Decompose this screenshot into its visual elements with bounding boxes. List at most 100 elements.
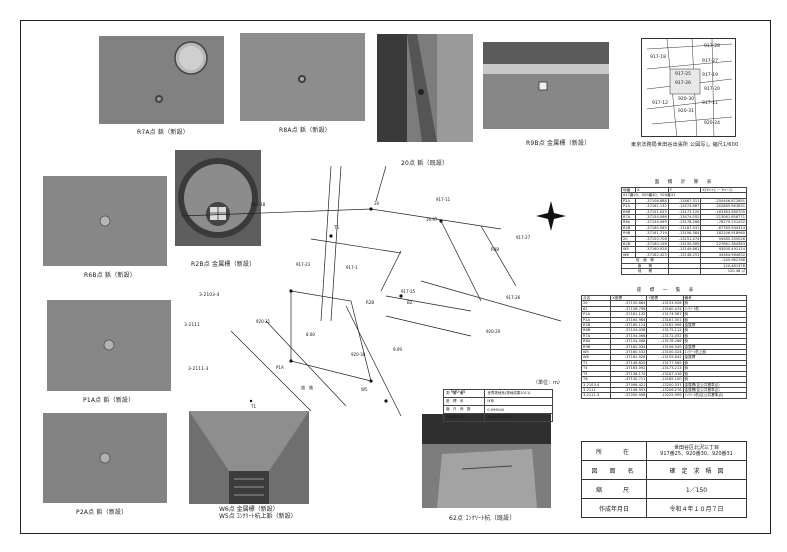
plan-parcel: 920-30 — [351, 352, 366, 357]
area-cell: -37160.158 — [635, 241, 669, 248]
guide-label: 917-25 — [675, 72, 691, 77]
caption-p62: 62点 ｺﾝｸﾘｰﾄ杭（既設） — [449, 515, 516, 522]
area-cell: -37151.055 — [635, 208, 669, 216]
area-total-value: 120.481378 — [700, 262, 747, 270]
plan-point: R9B — [491, 247, 499, 252]
guide-map-caption: 東京法務局世田谷出張所 公図写し 縮尺1/600 — [631, 142, 739, 148]
plan-parcel: 917-1 — [346, 265, 358, 270]
area-total-label: 面 積 — [621, 262, 669, 270]
area-cell: -37162.425 — [635, 251, 669, 259]
plan-distance: 8.60 — [306, 332, 315, 337]
guide-label: 917-20 — [704, 87, 720, 92]
area-cell: 94580.355026 — [700, 235, 747, 243]
plan-distance: 16.97 — [426, 217, 438, 222]
plan-parcel: 917-25 — [401, 289, 416, 294]
unit-label: （単位：m） — [533, 380, 563, 386]
area-cell: R2B — [620, 224, 637, 232]
caption-p2a: P2A点 鋲（新設） — [76, 509, 128, 516]
area-cell: -37160.565 — [635, 224, 669, 232]
area-header-cell: X(Yn+1 − Yn−1) — [700, 186, 747, 194]
area-cell: P1A — [620, 203, 637, 210]
area-cell: P2A — [620, 197, 637, 205]
area-cell: 227661.364583 — [700, 241, 747, 248]
caption-r7a: R7A点 鋲（新設） — [137, 129, 189, 136]
caption-r6b: R6B点 鋲（新設） — [84, 272, 137, 279]
guide-label: 917-11 — [702, 101, 718, 106]
area-cell: -37150.706 — [635, 235, 669, 243]
area-cell: -302865.963831 — [700, 203, 747, 210]
area-cell: R7A — [620, 213, 637, 221]
guide-label: 917-12 — [652, 101, 668, 106]
location-value: 世田谷区北沢三丁目 917番25、920番30、920番31 — [646, 441, 747, 461]
guide-label: 917-28 — [704, 44, 720, 49]
plan-point: B2 — [407, 300, 413, 305]
coord-cell: ｺﾝｸﾘｰﾄ杭(区公共基準点) — [682, 392, 748, 399]
coord-cell: -13225.999 — [646, 392, 684, 399]
guide-label: 920-30 — [678, 97, 694, 102]
table-row: 面 積 120.481378 — [621, 262, 747, 270]
plan-parcel: 917-18 — [251, 202, 266, 207]
legend-cell: 世界測地系(測地成果2011) — [484, 389, 553, 398]
guide-label: 917-26 — [675, 81, 691, 86]
table-row: 測 量 者世界測地系(測地成果2011) — [442, 389, 553, 398]
plan-parcel: 917-26 — [506, 295, 521, 300]
survey-plan: 917-18 917-11 917-23 917-1 917-25 917-27… — [180, 165, 566, 417]
drawing-value: 確 定 求 積 図 — [646, 460, 747, 480]
plan-distance: 9.09 — [393, 347, 402, 352]
caption-r9b: R9B点 金属標（新設） — [526, 140, 591, 147]
guide-label: 920-31 — [678, 109, 694, 114]
area-total-value: 120.48 ㎡ — [700, 268, 747, 275]
outside-point: 3-2111-3 — [188, 367, 209, 372]
area-total-label: 倍 面 積 — [621, 257, 669, 264]
legend-cell: 座 標 系 — [442, 397, 486, 406]
area-cell: -250446.872891 — [700, 197, 747, 205]
area-total-label: 地 積 — [621, 268, 669, 275]
coord-table-title: 座 標 一 覧 表 — [636, 288, 696, 293]
guide-label: 917-18 — [650, 55, 666, 60]
legend-cell: 縮 尺 係 数 — [442, 405, 486, 414]
caption-w6-line1: W6点 金属標（新設） — [219, 506, 279, 513]
location-label: 所 在 — [581, 441, 647, 461]
legend-cell: 作成年月日 — [442, 413, 486, 422]
plan-point: W5 — [361, 387, 368, 392]
area-cell: -163363.980705 — [700, 208, 747, 216]
area-header-cell: 地番 — [620, 186, 637, 194]
location-value-line2: 917番25、920番30、920番31 — [660, 451, 733, 457]
table-row: P2A-37108.888-13467.311-250446.872891 — [620, 197, 747, 205]
table-row: 作成年月日令和4年10月7日 — [442, 413, 553, 422]
area-cell: 34364.964632 — [700, 251, 747, 259]
caption-p1a: P1A点 鋲（新設） — [83, 397, 135, 404]
date-value: 令和４年１０月７日 — [646, 498, 747, 518]
area-total-value: -240.962768 — [700, 257, 747, 264]
plan-point: 20 — [374, 201, 380, 206]
photo-p62 — [422, 414, 551, 508]
area-cell: -37161.132 — [635, 203, 669, 210]
drawing-label: 図 面 名 — [581, 460, 647, 480]
caption-w5-line2: W5点 ｺﾝｸﾘｰﾄ杭上鋲（新設） — [219, 513, 297, 520]
table-row: R7A-37154.066-13474.052-213061.656771 — [620, 213, 747, 221]
photo-p20 — [377, 34, 473, 142]
area-cell: -37161.719 — [635, 230, 669, 237]
plan-road: 道 路 — [301, 384, 313, 390]
area-cell: -37160.928 — [635, 246, 669, 253]
table-row: R2B-37160.565-13167.931-67765.944314 — [620, 224, 747, 232]
guide-label: 917-27 — [702, 59, 718, 64]
caption-w6: W6点 金属標（新設） W5点 ｺﾝｸﾘｰﾄ杭上鋲（新設） — [219, 506, 297, 520]
legend-cell: 0.999940 — [484, 405, 553, 414]
date-label: 作成年月日 — [581, 498, 647, 518]
scale-label: 縮 尺 — [581, 479, 647, 499]
legend-cell: 測 量 者 — [442, 389, 486, 398]
